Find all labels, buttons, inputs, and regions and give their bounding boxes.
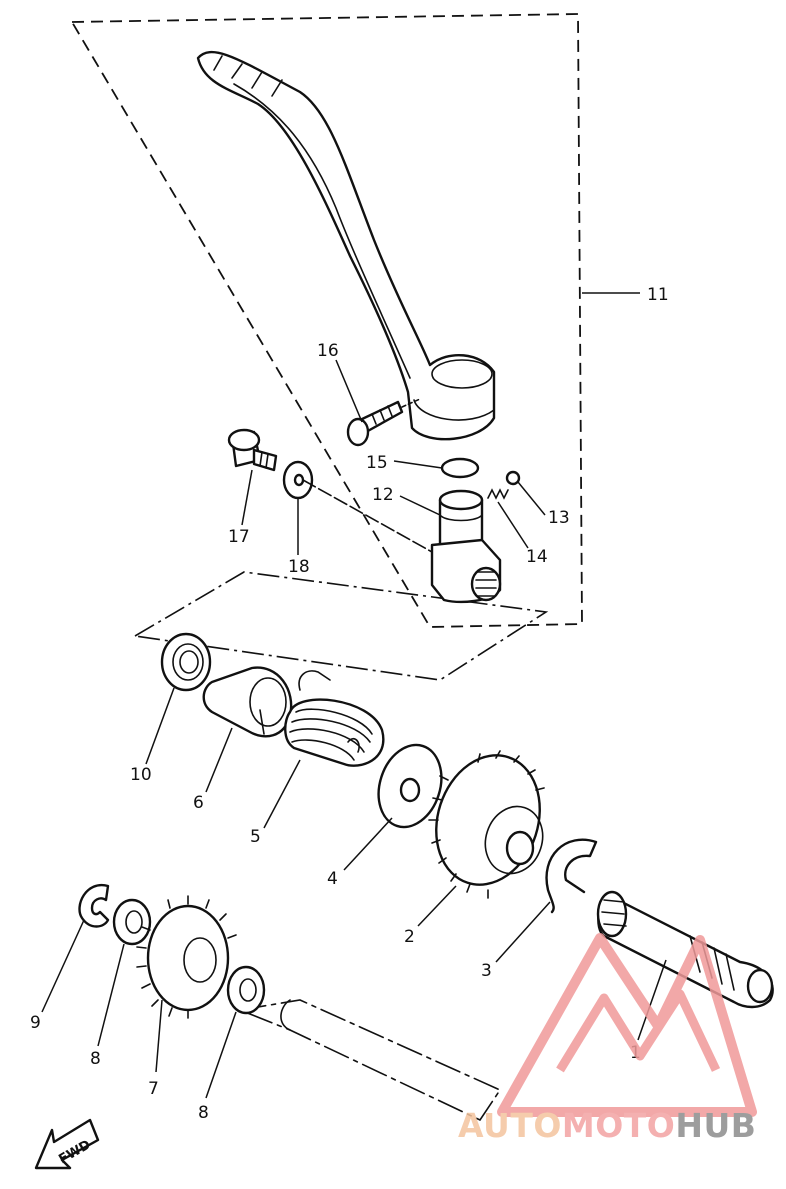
callout-5: 5 <box>250 827 261 847</box>
kick-crank-lever <box>196 50 496 441</box>
logo-hub: HUB <box>675 1106 756 1145</box>
washer-8-right <box>226 965 266 1015</box>
bolt-16 <box>346 398 421 447</box>
gear-7 <box>136 895 237 1019</box>
ball-13 <box>505 470 521 486</box>
kick-boss-12 <box>430 489 502 604</box>
logo-auto: AUTO <box>458 1106 562 1145</box>
logo-moto: MOTO <box>562 1106 675 1145</box>
callout-13: 13 <box>548 508 570 528</box>
logo-wordmark: AUTOMOTOHUB <box>458 1106 756 1145</box>
callout-14: 14 <box>526 547 548 567</box>
callout-16: 16 <box>317 341 339 361</box>
circlip-9 <box>78 883 110 928</box>
callout-8-right: 8 <box>198 1103 209 1123</box>
callout-2: 2 <box>404 927 415 947</box>
callout-17: 17 <box>228 527 250 547</box>
automotohub-logo: AUTOMOTOHUB <box>458 933 757 1145</box>
bolt-17 <box>227 428 278 472</box>
kick-crank-assembly-boundary <box>71 13 640 628</box>
callout-3: 3 <box>481 961 492 981</box>
forward-direction-arrow: FWD <box>34 1118 100 1170</box>
callout-4: 4 <box>327 869 338 889</box>
callout-8-left: 8 <box>90 1049 101 1069</box>
washer-4 <box>377 743 443 829</box>
kick-shaft-1 <box>237 890 774 1122</box>
washer-8-left <box>112 898 152 946</box>
clip-3 <box>545 838 598 914</box>
oil-seal-10 <box>160 632 212 692</box>
torsion-spring-5 <box>284 670 385 767</box>
callout-6: 6 <box>193 793 204 813</box>
callout-11: 11 <box>647 285 669 305</box>
logo-mark-icon <box>497 933 757 1117</box>
kick-gear-2 <box>428 750 545 899</box>
callout-12: 12 <box>372 485 394 505</box>
callout-9: 9 <box>30 1013 41 1033</box>
shaft-subassembly-boundary <box>134 571 549 681</box>
o-ring-15 <box>440 457 480 479</box>
callout-15: 15 <box>366 453 388 473</box>
callout-7: 7 <box>148 1079 159 1099</box>
callout-leader-lines <box>41 359 667 1099</box>
callout-10: 10 <box>130 765 152 785</box>
collar-6 <box>202 666 293 738</box>
spring-14 <box>487 488 509 500</box>
callout-18: 18 <box>288 557 310 577</box>
